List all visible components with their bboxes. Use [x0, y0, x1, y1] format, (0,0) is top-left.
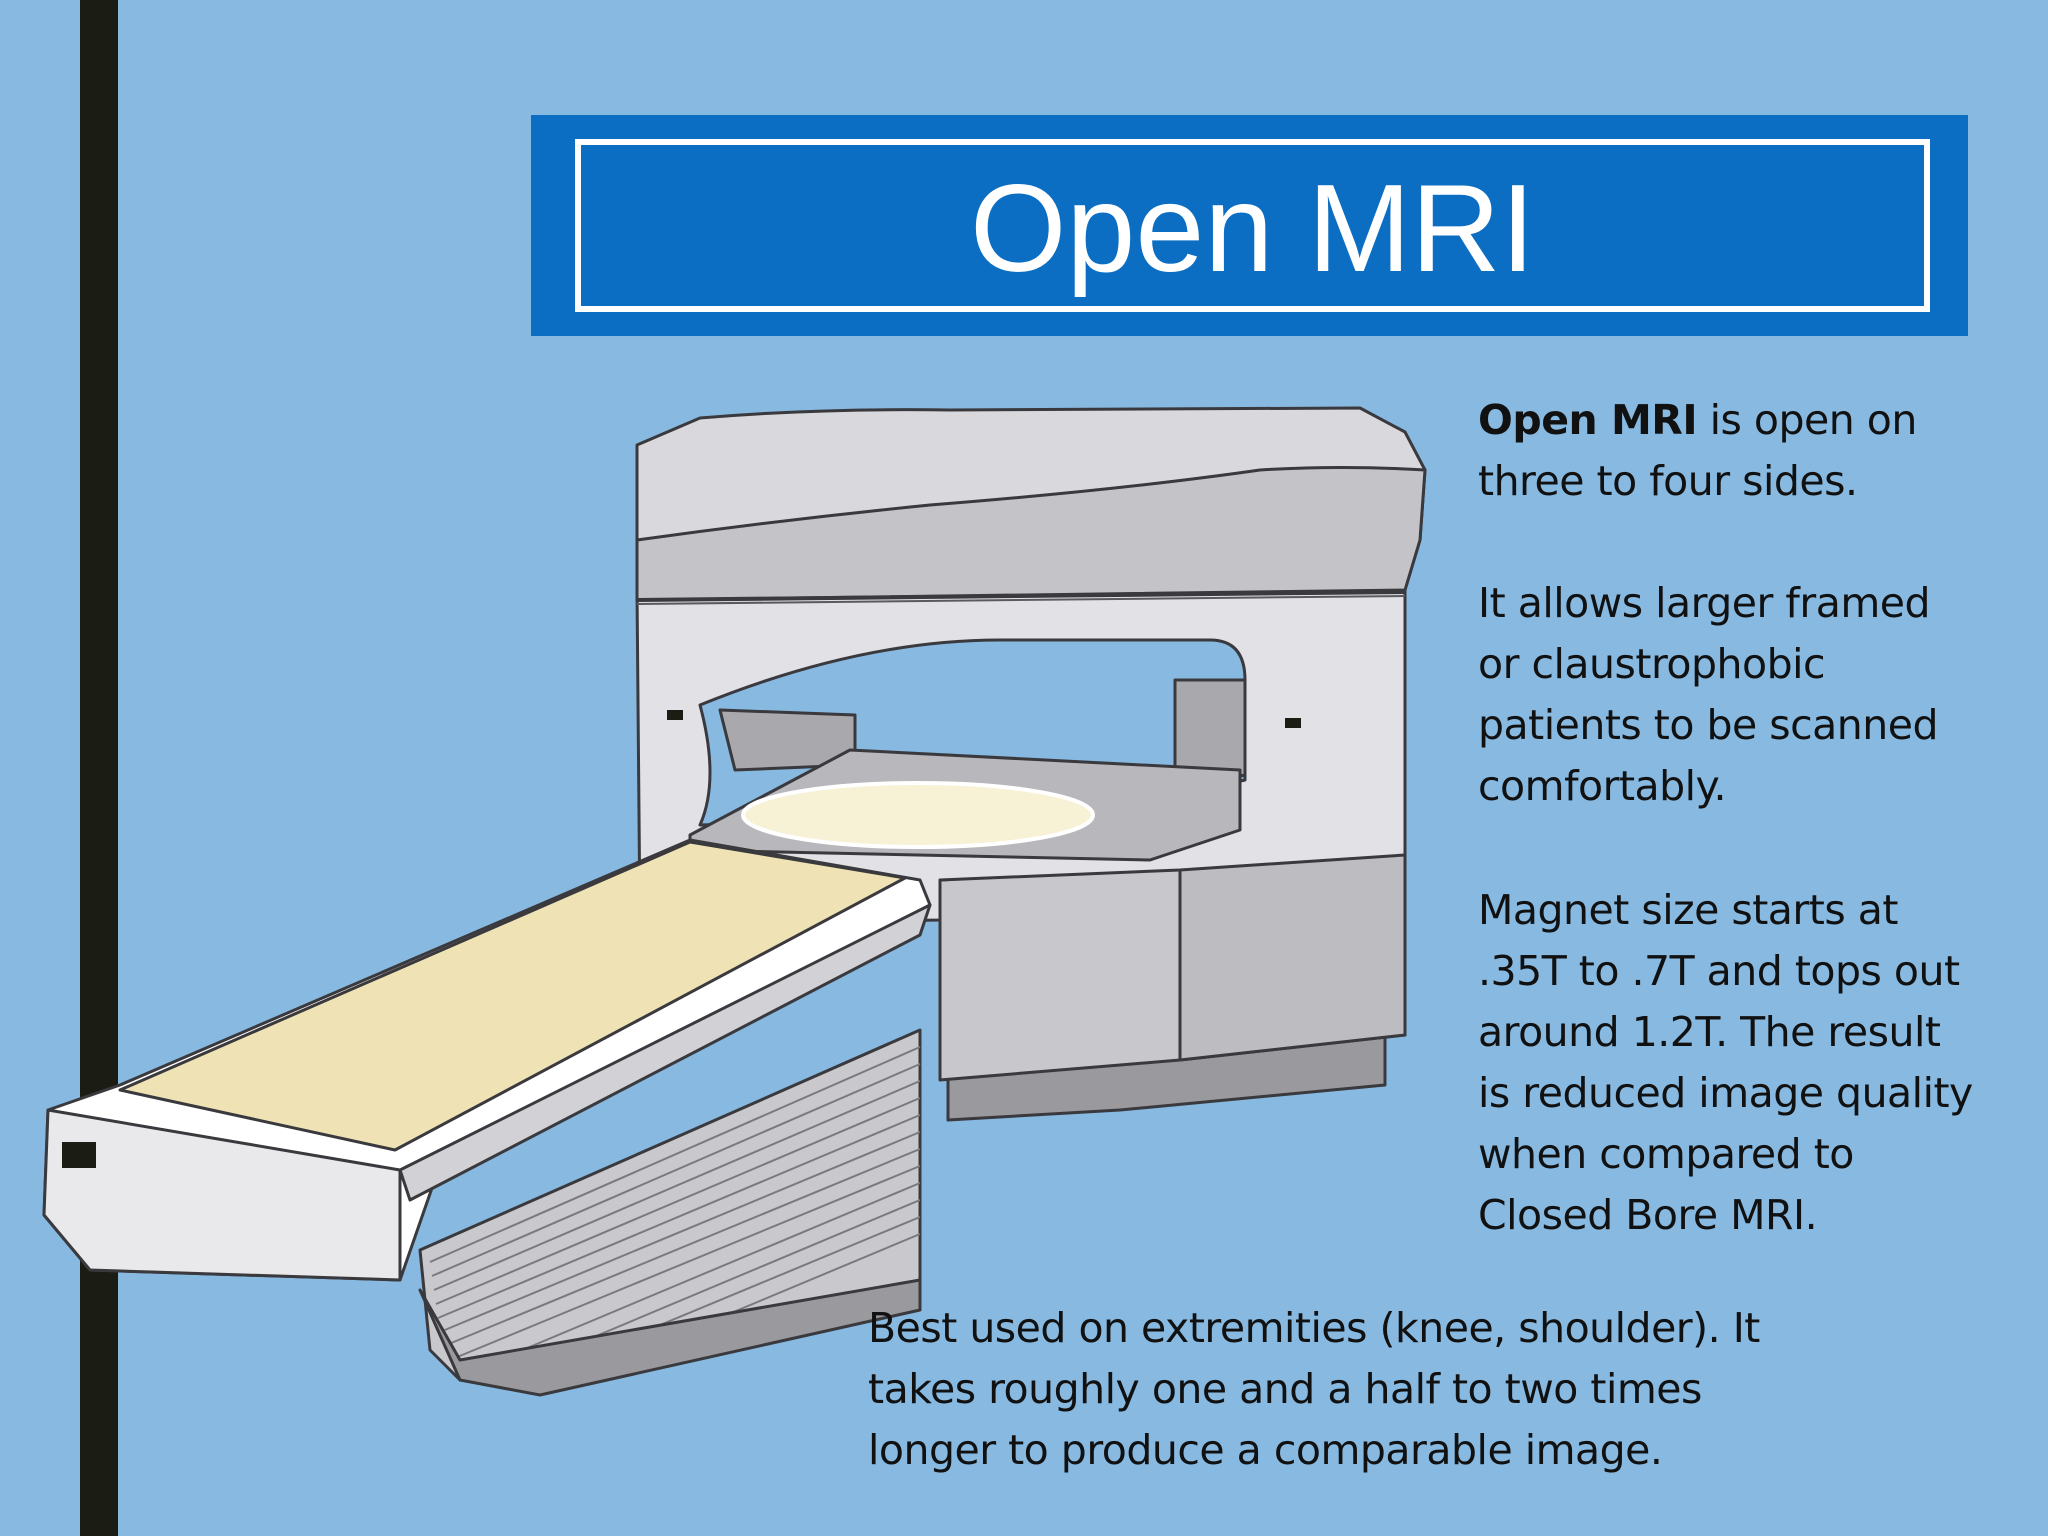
- paragraph-claustrophobic-text: It allows larger framed or claustrophobi…: [1478, 579, 1939, 810]
- paragraph-bold-lead: Open MRI: [1478, 396, 1698, 444]
- title-banner: Open MRI: [531, 115, 1968, 336]
- left-accent-bar: [80, 0, 118, 1536]
- open-mri-machine-illustration: [42, 406, 1427, 1397]
- paragraph-magnet-size-text: Magnet size starts at .35T to .7T and to…: [1478, 886, 1973, 1239]
- slide-title: Open MRI: [969, 159, 1536, 298]
- paragraph-magnet-size: Magnet size starts at .35T to .7T and to…: [1478, 880, 2038, 1246]
- title-frame: Open MRI: [575, 139, 1930, 312]
- paragraph-best-used: Best used on extremities (knee, shoulder…: [868, 1298, 1968, 1481]
- paragraph-best-used-text: Best used on extremities (knee, shoulder…: [868, 1304, 1760, 1474]
- paragraph-claustrophobic: It allows larger framed or claustrophobi…: [1478, 573, 2038, 817]
- paragraph-open-sides: Open MRI is open on three to four sides.: [1478, 390, 2018, 512]
- paragraph-rest: is open on three to four sides.: [1478, 396, 1917, 505]
